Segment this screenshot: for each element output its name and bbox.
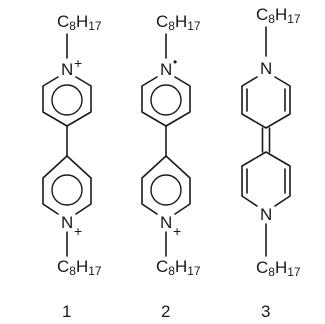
compound-1-bottom-nitrogen: N bbox=[61, 213, 73, 232]
compound-3-bottom-nitrogen: N bbox=[260, 205, 272, 224]
compound-1-top-charge: + bbox=[74, 55, 82, 71]
compound-1-bottom-ring-aromatic bbox=[51, 174, 83, 206]
compound-1-top-substituent: C8H17 bbox=[57, 12, 102, 33]
compound-3-top-ring bbox=[241, 76, 291, 129]
compound-3-top-nitrogen: N bbox=[260, 59, 272, 78]
compound-1: C8H17 N + N + C8H17 1 bbox=[42, 12, 102, 321]
compound-1-bottom-charge: + bbox=[74, 223, 82, 239]
compound-1-number: 1 bbox=[62, 302, 71, 321]
compound-2-top-radical: • bbox=[173, 55, 177, 69]
compound-2-bottom-charge: + bbox=[173, 223, 181, 239]
compound-3-top-substituent: C8H17 bbox=[256, 5, 301, 26]
compound-2-bottom-substituent: C8H17 bbox=[156, 257, 201, 278]
compound-3-bottom-substituent: C8H17 bbox=[256, 258, 301, 279]
compound-2-top-nitrogen: N bbox=[160, 60, 172, 79]
compound-2-bottom-nitrogen: N bbox=[160, 213, 172, 232]
compound-2-bottom-ring bbox=[141, 155, 191, 215]
compound-1-top-ring-aromatic bbox=[51, 84, 83, 116]
compound-3-number: 3 bbox=[261, 302, 270, 321]
compound-3-bottom-ring bbox=[241, 151, 291, 207]
compound-2-bottom-ring-aromatic bbox=[150, 174, 182, 206]
compound-2: C8H17 N • N + C8H17 2 bbox=[141, 12, 201, 321]
compound-1-bottom-substituent: C8H17 bbox=[57, 257, 102, 278]
compound-2-top-substituent: C8H17 bbox=[156, 12, 201, 33]
compound-2-top-ring-aromatic bbox=[150, 84, 182, 116]
compound-1-bottom-ring bbox=[42, 155, 92, 215]
compound-1-top-nitrogen: N bbox=[61, 60, 73, 79]
compound-3: C8H17 N N C8H17 3 bbox=[241, 5, 301, 321]
compound-2-number: 2 bbox=[161, 302, 170, 321]
